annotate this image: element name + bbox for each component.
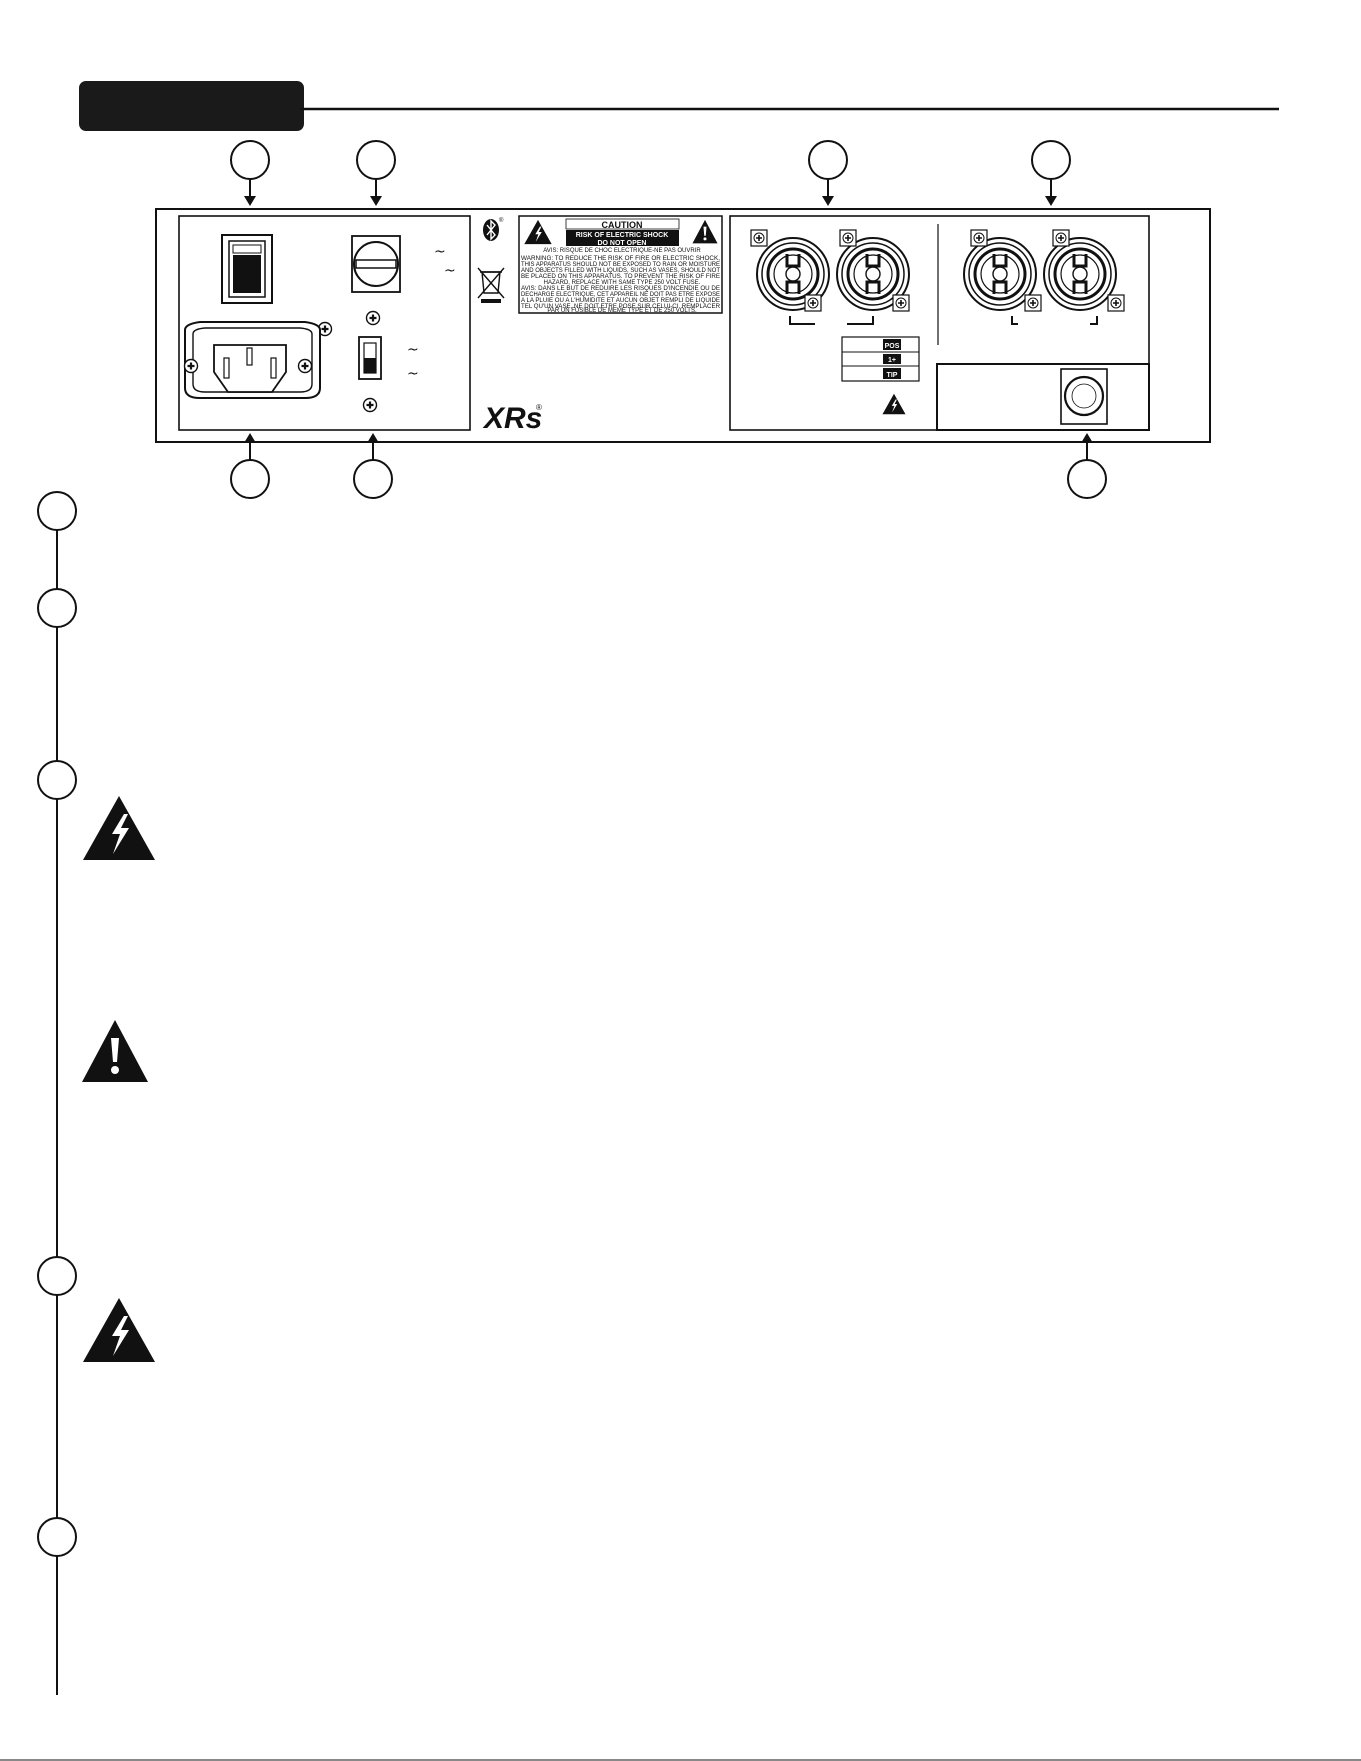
screw-icon — [362, 397, 378, 413]
caution-avis-short: AVIS: RISQUE DE CHOC ELECTRIQUE-NE PAS O… — [543, 248, 701, 254]
avis-line: A LA PLUIE OU A L'HUMIDITE ET AUCUN OBJE… — [521, 298, 720, 304]
power-switch[interactable] — [221, 234, 273, 304]
lightning-triangle-icon — [83, 1298, 155, 1362]
exclamation-triangle-icon — [82, 1020, 148, 1082]
caution-title: CAUTION — [602, 220, 643, 230]
caution-do-not-open: DO NOT OPEN — [597, 240, 646, 247]
screw-icon — [365, 310, 381, 326]
caution-label: CAUTION RISK OF ELECTRIC SHOCK DO NOT OP… — [518, 215, 723, 314]
callout-bottom-2 — [353, 433, 393, 499]
wiring-cell: TIP — [887, 372, 898, 379]
callout-top-3 — [808, 140, 848, 206]
wiring-cell: POS — [885, 343, 900, 350]
callout-bottom-1 — [230, 433, 270, 499]
ac-symbol-3: ~ — [407, 342, 419, 358]
screw-icon — [183, 358, 199, 374]
bracket-mark — [1090, 316, 1098, 325]
bracket-mark — [1011, 316, 1018, 325]
caution-warning-block: WARNING: TO REDUCE THE RISK OF FIRE OR E… — [521, 256, 720, 286]
warning-line: HAZARD, REPLACE WITH SAME TYPE 250 VOLT … — [544, 280, 701, 286]
caution-risk-line: RISK OF ELECTRIC SHOCK — [576, 232, 669, 239]
input-jack-box — [936, 363, 1150, 431]
callout-bottom-3 — [1067, 433, 1107, 499]
callout-top-4 — [1031, 140, 1071, 206]
fuse-holder[interactable] — [351, 235, 401, 293]
timeline-node — [37, 1256, 77, 1296]
ac-symbol-1: ~ — [434, 244, 446, 260]
input-jack[interactable] — [1060, 368, 1108, 425]
timeline-node — [37, 1517, 77, 1557]
brand-registered-mark: ® — [536, 403, 542, 412]
warning-line: THIS APPARATUS SHOULD NOT BE EXPOSED TO … — [521, 262, 720, 268]
avis-line: DECHARGE ELECTRIQUE, CET APPAREIL NE DOI… — [521, 292, 720, 298]
bluetooth-registered-mark: ® — [499, 217, 504, 224]
avis-line: AVIS: DANS LE BUT DE REDUIRE LES RISQUES… — [521, 286, 720, 292]
ac-symbol-2: ~ — [444, 263, 456, 279]
bracket-mark — [847, 316, 874, 325]
timeline-node — [37, 491, 77, 531]
caution-avis-block: AVIS: DANS LE BUT DE REDUIRE LES RISQUES… — [521, 286, 721, 314]
timeline-node — [37, 760, 77, 800]
warning-line: BE PLACED ON THIS APPARATUS. TO PREVENT … — [521, 274, 720, 280]
weee-bin-icon — [477, 267, 505, 303]
avis-line: TEL QU'UN VASE, NE DOIT ETRE POSE SUR CE… — [521, 304, 721, 310]
callout-top-1 — [230, 140, 270, 206]
avis-line: PAR UN FUSIBLE DE MEME TYPE ET DE 250 VO… — [547, 308, 697, 314]
wiring-cell: 1+ — [888, 357, 896, 364]
bluetooth-icon — [483, 219, 499, 241]
lightning-triangle-icon — [83, 796, 155, 860]
voltage-selector-switch[interactable] — [358, 336, 382, 380]
callout-top-2 — [356, 140, 396, 206]
section-header-tab — [79, 81, 304, 131]
brand-logo: XRs — [482, 402, 542, 435]
iec-power-inlet[interactable] — [184, 321, 321, 399]
timeline-node — [37, 588, 77, 628]
bracket-mark — [789, 316, 815, 325]
wiring-table: POS 1+ TIP — [841, 336, 920, 382]
warning-line: AND OBJECTS FILLED WITH LIQUIDS, SUCH AS… — [521, 268, 720, 274]
warning-line: WARNING: TO REDUCE THE RISK OF FIRE OR E… — [521, 256, 720, 262]
ac-symbol-4: ~ — [407, 366, 419, 382]
screw-icon — [297, 358, 313, 374]
